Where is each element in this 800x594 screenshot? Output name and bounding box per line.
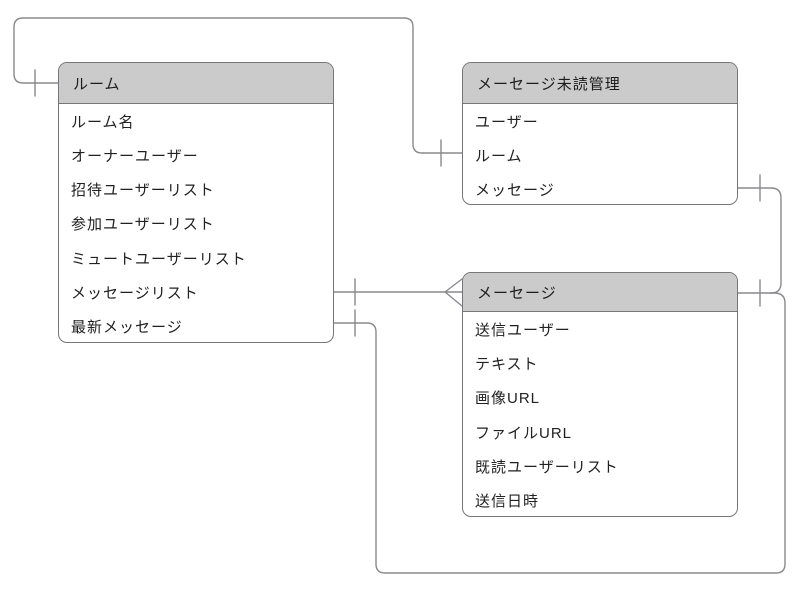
field-row: ファイルURL bbox=[475, 424, 573, 442]
field-row: 送信ユーザー bbox=[475, 321, 571, 339]
entity-room-header: ルーム bbox=[59, 63, 333, 104]
field-row: オーナーユーザー bbox=[71, 147, 199, 165]
field-row: 既読ユーザーリスト bbox=[475, 458, 619, 476]
field-row: メッセージ bbox=[475, 181, 555, 199]
connector-room-latestmessage-to-message bbox=[333, 292, 786, 574]
field-row: ルーム bbox=[475, 147, 523, 165]
field-row: 参加ユーザーリスト bbox=[71, 216, 215, 234]
entity-message-unread-management-header: メーセージ未読管理 bbox=[463, 63, 737, 104]
field-row: 招待ユーザーリスト bbox=[71, 182, 215, 200]
field-row: 画像URL bbox=[475, 390, 541, 408]
entity-message-unread-management: メーセージ未読管理 ユーザー ルーム メッセージ bbox=[462, 62, 738, 205]
field-row: ミュートユーザーリスト bbox=[71, 250, 247, 268]
crow-foot-many-icon bbox=[444, 278, 463, 307]
entity-room: ルーム ルーム名 オーナーユーザー 招待ユーザーリスト 参加ユーザーリスト ミュ… bbox=[58, 62, 334, 343]
field-row: 最新メッセージ bbox=[71, 319, 183, 337]
connector-unread-to-message bbox=[737, 187, 782, 294]
field-row: ルーム名 bbox=[71, 113, 135, 131]
field-row: テキスト bbox=[475, 355, 539, 373]
connector-room-to-unread bbox=[13, 17, 463, 154]
entity-message-header: メーセージ bbox=[463, 273, 737, 312]
field-row: 送信日時 bbox=[475, 493, 540, 511]
field-row: ユーザー bbox=[475, 113, 539, 131]
entity-message: メーセージ 送信ユーザー テキスト 画像URL ファイルURL 既読ユーザーリス… bbox=[462, 272, 738, 517]
field-row: メッセージリスト bbox=[71, 284, 199, 302]
